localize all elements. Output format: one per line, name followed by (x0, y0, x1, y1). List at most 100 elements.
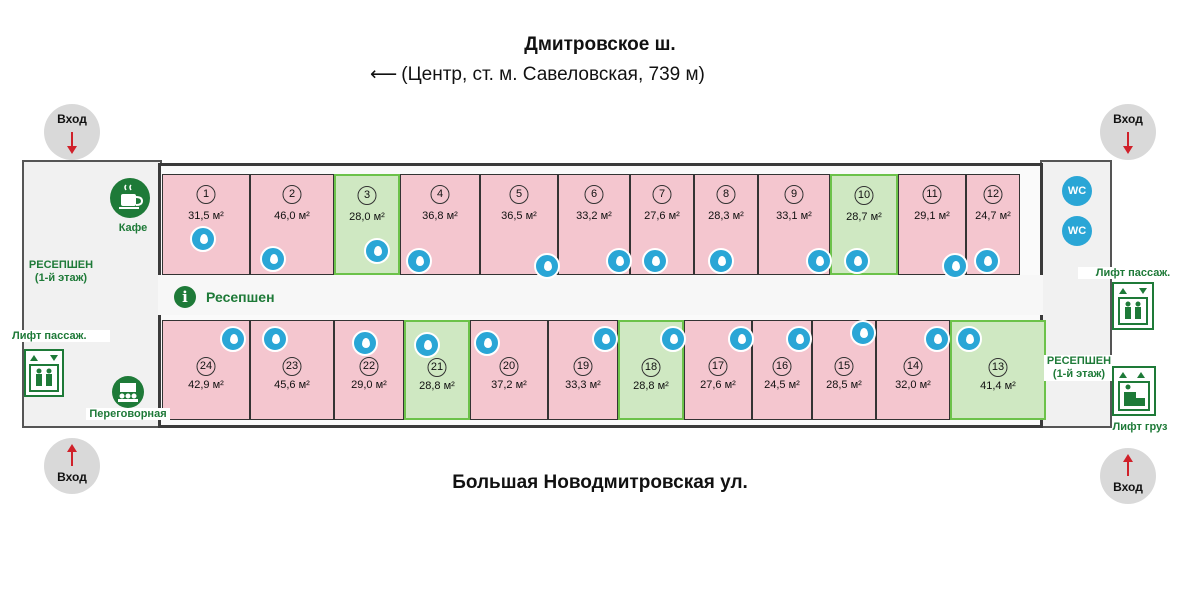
water-drop-icon (262, 326, 288, 352)
room-area: 33,1 м² (776, 210, 812, 222)
water-drop-icon (850, 320, 876, 346)
water-drop-icon (592, 326, 618, 352)
water-drop-icon (220, 326, 246, 352)
entrance-label: Вход (1113, 112, 1143, 126)
room-number: 20 (499, 357, 519, 376)
water-drop-icon (534, 253, 560, 279)
info-icon: i (174, 286, 196, 308)
room-area: 36,5 м² (501, 210, 537, 222)
room-number: 6 (584, 185, 604, 204)
water-drop-icon (786, 326, 812, 352)
room-area: 28,8 м² (419, 380, 455, 392)
lift-cargo-label: Лифт груз (1112, 421, 1168, 433)
arrow-down-icon (67, 132, 77, 154)
room-4[interactable]: 4 36,8 м² (400, 174, 480, 275)
room-number: 8 (716, 185, 736, 204)
room-number: 2 (282, 185, 302, 204)
room-area: 28,5 м² (826, 379, 862, 391)
elevator-icon (24, 349, 64, 397)
entrance-label: Вход (57, 112, 87, 126)
cargo-elevator-icon (1112, 366, 1156, 416)
room-area: 28,0 м² (349, 211, 385, 223)
entrance-top-right: Вход (1100, 104, 1156, 160)
room-number: 16 (772, 357, 792, 376)
water-drop-icon (474, 330, 500, 356)
room-number: 18 (641, 358, 661, 377)
room-area: 24,7 м² (975, 210, 1011, 222)
room-area: 24,5 м² (764, 379, 800, 391)
room-number: 3 (357, 186, 377, 205)
room-21[interactable]: 21 28,8 м² (404, 320, 470, 420)
water-drop-icon (728, 326, 754, 352)
coffee-cup-icon (110, 178, 150, 218)
room-area: 42,9 м² (188, 379, 224, 391)
room-number: 4 (430, 185, 450, 204)
street-top-direction: ⟵(Центр, ст. м. Савеловская, 739 м) (370, 63, 790, 86)
room-number: 1 (196, 185, 216, 204)
room-number: 12 (983, 185, 1003, 204)
room-number: 9 (784, 185, 804, 204)
room-area: 29,1 м² (914, 210, 950, 222)
entrance-label: Вход (1113, 480, 1143, 494)
room-area: 27,6 м² (644, 210, 680, 222)
entrance-label: Вход (57, 470, 87, 484)
reception-label: Ресепшен (206, 289, 275, 305)
arrow-down-icon (1123, 132, 1133, 154)
room-22[interactable]: 22 29,0 м² (334, 320, 404, 420)
room-area: 29,0 м² (351, 379, 387, 391)
lift-passenger-right-label: Лифт пассаж. (1078, 267, 1188, 279)
water-drop-icon (352, 330, 378, 356)
room-area: 45,6 м² (274, 379, 310, 391)
wc-icon: WC (1062, 216, 1092, 246)
room-area: 28,3 м² (708, 210, 744, 222)
room-number: 15 (834, 357, 854, 376)
room-area: 41,4 м² (980, 380, 1016, 392)
room-area: 36,8 м² (422, 210, 458, 222)
room-number: 23 (282, 357, 302, 376)
room-number: 24 (196, 357, 216, 376)
room-2[interactable]: 2 46,0 м² (250, 174, 334, 275)
water-drop-icon (364, 238, 390, 264)
room-number: 17 (708, 357, 728, 376)
water-drop-icon (942, 253, 968, 279)
room-area: 27,6 м² (700, 379, 736, 391)
room-number: 10 (854, 186, 874, 205)
lift-passenger-left-label: Лифт пассаж. (12, 330, 110, 342)
water-drop-icon (844, 248, 870, 274)
water-drop-icon (260, 246, 286, 272)
water-drop-icon (606, 248, 632, 274)
room-area: 32,0 м² (895, 379, 931, 391)
room-area: 33,3 м² (565, 379, 601, 391)
room-number: 14 (903, 357, 923, 376)
elevator-icon (1112, 282, 1154, 330)
water-drop-icon (642, 248, 668, 274)
room-area: 28,8 м² (633, 380, 669, 392)
room-area: 31,5 м² (188, 210, 224, 222)
wc-icon: WC (1062, 176, 1092, 206)
entrance-bottom-left: Вход (44, 438, 100, 494)
room-number: 5 (509, 185, 529, 204)
room-area: 37,2 м² (491, 379, 527, 391)
arrow-left-icon: ⟵ (370, 64, 398, 85)
water-drop-icon (708, 248, 734, 274)
arrow-up-icon (1123, 454, 1133, 476)
direction-text: (Центр, ст. м. Савеловская, 739 м) (401, 64, 705, 85)
arrow-up-icon (67, 444, 77, 466)
street-top-name: Дмитровское ш. (524, 34, 676, 55)
reception-left-label: РЕСЕПШЕН (1-й этаж) (28, 259, 94, 284)
meeting-room-label: Переговорная (86, 408, 170, 420)
water-drop-icon (974, 248, 1000, 274)
water-drop-icon (924, 326, 950, 352)
room-number: 22 (359, 357, 379, 376)
room-1[interactable]: 1 31,5 м² (162, 174, 250, 275)
room-number: 19 (573, 357, 593, 376)
room-area: 33,2 м² (576, 210, 612, 222)
water-drop-icon (660, 326, 686, 352)
reception-right-label: РЕСЕПШЕН (1-й этаж) (1044, 355, 1114, 381)
street-bottom-name: Большая Новодмитровская ул. (452, 472, 748, 493)
water-drop-icon (806, 248, 832, 274)
room-area: 46,0 м² (274, 210, 310, 222)
entrance-top-left: Вход (44, 104, 100, 160)
cafe-label: Кафе (118, 222, 148, 234)
meeting-room-icon (112, 376, 144, 408)
